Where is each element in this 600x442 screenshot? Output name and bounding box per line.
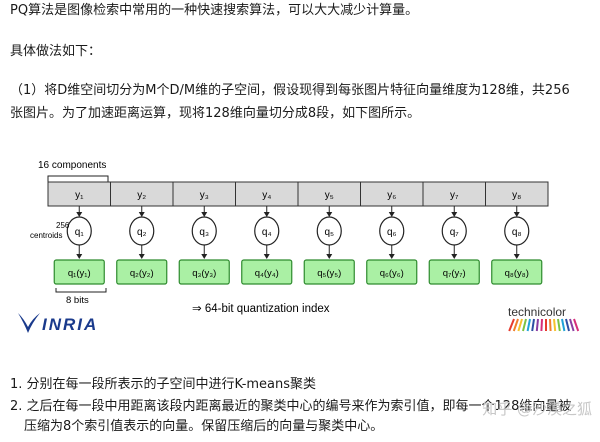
arrow-head <box>388 212 395 217</box>
quantizer-label: q₇ <box>450 227 460 238</box>
technicolor-ray <box>557 318 561 332</box>
arrow-head <box>201 212 208 217</box>
centroids-count-label: 256 <box>56 221 70 230</box>
arrow-head <box>388 254 395 259</box>
bits-brace <box>55 288 107 293</box>
code-box <box>53 259 105 285</box>
technicolor-ray <box>573 318 580 332</box>
quantizer-label: q₂ <box>137 227 147 238</box>
quantizer-circle <box>379 216 405 246</box>
segment-label: y₅ <box>325 190 334 201</box>
arrow-head <box>263 212 270 217</box>
segment-label: y₆ <box>387 190 396 201</box>
components-brace <box>47 175 109 182</box>
quantizer-label: q₄ <box>262 227 272 238</box>
code-label: q₆(y₆) <box>380 268 404 279</box>
components-label: 16 components <box>38 160 106 171</box>
code-label: q₅(y₅) <box>317 268 341 279</box>
technicolor-ray <box>565 318 570 332</box>
technicolor-ray <box>540 318 543 332</box>
code-label: q₈(y₈) <box>505 268 529 279</box>
segment-labels: y₁ y₂ y₃ y₄ y₅ y₆ y₇ y₈ <box>75 190 521 201</box>
intro-paragraph: PQ算法是图像检索中常用的一种快速搜索算法，可以大大减少计算量。 <box>10 3 419 18</box>
quantizer-label: q₅ <box>324 227 334 238</box>
arrow-head <box>451 254 458 259</box>
quantizer-circle <box>66 216 92 246</box>
watermark: 知乎 @沙漠之狐 <box>482 400 592 418</box>
arrow-head <box>513 212 520 217</box>
arrow-head <box>76 254 83 259</box>
quantizer-circle <box>191 216 217 246</box>
quantization-index-label: ⇒ 64-bit quantization index <box>192 303 330 315</box>
arrow-head <box>326 254 333 259</box>
quantizer-label: q₆ <box>387 227 397 238</box>
technicolor-ray <box>512 318 519 332</box>
technicolor-ray <box>549 318 552 332</box>
arrow-head <box>513 254 520 259</box>
code-box <box>178 259 230 285</box>
segment-label: y₈ <box>512 190 521 201</box>
technicolor-logo-text: technicolor <box>508 305 566 319</box>
code-label: q₂(y₂) <box>130 268 154 279</box>
centroids-label: centroids <box>30 231 62 240</box>
segment-label: y₃ <box>200 190 209 201</box>
segment-arrows <box>76 206 520 259</box>
inria-logo-mark <box>18 313 40 333</box>
segment-dividers <box>110 182 486 206</box>
segment-label: y₄ <box>262 190 271 201</box>
code-box <box>303 259 355 285</box>
quantizer-label: q₈ <box>512 227 522 238</box>
step1-line2: 张图片。为了加速距离运算，现将128维向量切分成8段，如下图所示。 <box>10 106 421 121</box>
arrow-head <box>201 254 208 259</box>
inria-logo-text: INRIA <box>42 315 98 334</box>
code-label: q₄(y₄) <box>255 268 279 279</box>
code-box <box>116 259 168 285</box>
code-box <box>491 259 543 285</box>
code-label: q₇(y₇) <box>443 268 466 279</box>
technicolor-ray <box>531 318 535 332</box>
inria-logo: INRIA <box>18 313 98 334</box>
list-item-2-line2: 压缩为8个索引值表示的向量。保留压缩后的向量与聚类中心。 <box>24 419 384 434</box>
quantizer-label: q₃ <box>199 227 209 238</box>
arrow-head <box>326 212 333 217</box>
arrow-head <box>451 212 458 217</box>
arrow-head <box>138 212 145 217</box>
segment-label: y₁ <box>75 190 84 201</box>
arrow-head <box>263 254 270 259</box>
technicolor-ray <box>569 318 575 332</box>
technicolor-ray <box>517 318 523 332</box>
step1-line1: （1）将D维空间切分为M个D/M维的子空间，假设现得到每张图片特征向量维度为12… <box>10 83 570 98</box>
code-box <box>366 259 418 285</box>
bits-label: 8 bits <box>66 295 89 306</box>
technicolor-ray <box>553 318 557 332</box>
technicolor-ray <box>526 318 531 332</box>
code-label: q₁(y₁) <box>68 268 91 279</box>
arrow-head <box>76 212 83 217</box>
quantizer-circle <box>129 216 155 246</box>
quantizer-circle <box>254 216 280 246</box>
segment-label: y₂ <box>137 190 146 201</box>
arrow-head <box>138 254 145 259</box>
quantizer-circle <box>441 216 467 246</box>
code-boxes: q₁(y₁) q₂(y₂) q₃(y₃) q₄(y₄) q₅(y₅) q₆(y₆) q₇(y… <box>53 259 543 285</box>
code-box <box>428 259 480 285</box>
technicolor-logo: technicolor <box>508 305 580 332</box>
technicolor-ray <box>535 318 539 332</box>
technicolor-ray <box>561 318 566 332</box>
code-label: q₃(y₃) <box>192 268 216 279</box>
list-item-1: 1. 分别在每一段所表示的子空间中进行K-means聚类 <box>10 377 317 392</box>
code-box <box>241 259 293 285</box>
technicolor-ray <box>508 318 515 332</box>
list-item-2-line1: 2. 之后在每一段中用距离该段内距离最近的聚类中心的编号来作为索引值，即每一个1… <box>10 399 572 414</box>
quantizer-circle <box>316 216 342 246</box>
quantizer-label: q₁ <box>75 227 85 238</box>
quantizer-circle <box>504 216 530 246</box>
technicolor-logo-rays <box>508 318 580 332</box>
quantizers: q₁ q₂ q₃ q₄ q₅ q₆ q₇ q₈ <box>66 216 530 246</box>
segment-label: y₇ <box>450 190 459 201</box>
technicolor-ray <box>522 318 527 332</box>
method-heading: 具体做法如下： <box>10 44 102 59</box>
